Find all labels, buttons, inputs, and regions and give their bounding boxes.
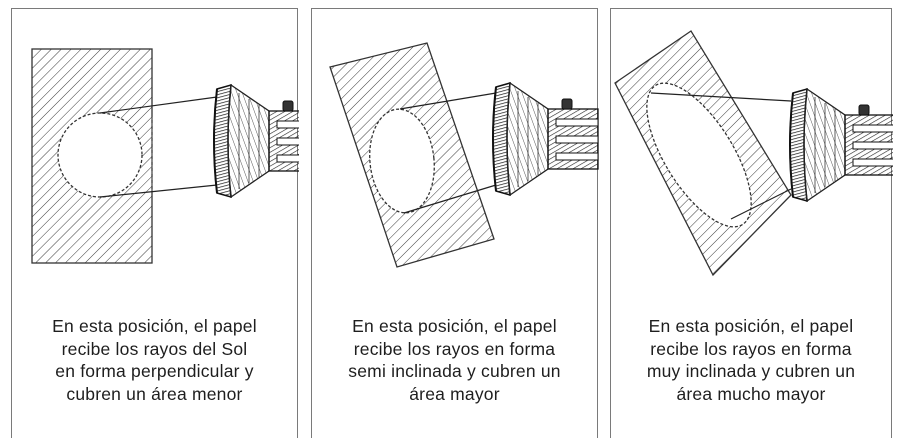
caption-semi-inclined: En esta posición, el papel recibe los ra… xyxy=(348,316,561,404)
semi-inclined-illustration xyxy=(329,42,599,268)
flashlight-icon xyxy=(789,88,893,202)
flashlight-icon xyxy=(213,84,299,198)
very-inclined-illustration xyxy=(614,30,893,277)
flashlight-icon xyxy=(492,82,599,196)
light-beam xyxy=(399,92,497,214)
caption-perpendicular: En esta posición, el papel recibe los ra… xyxy=(52,316,257,404)
panel-semi-inclined: En esta posición, el papel recibe los ra… xyxy=(311,8,599,438)
light-beam xyxy=(99,96,218,198)
panel-very-inclined: En esta posición, el papel recibe los ra… xyxy=(610,8,893,438)
panel-perpendicular: En esta posición, el papel recibe los ra… xyxy=(11,8,299,438)
light-spot xyxy=(646,82,752,228)
light-spot xyxy=(57,112,143,198)
light-spot xyxy=(369,108,435,214)
caption-very-inclined: En esta posición, el papel recibe los ra… xyxy=(646,316,856,404)
light-beam xyxy=(650,92,792,220)
perpendicular-illustration xyxy=(31,48,299,264)
